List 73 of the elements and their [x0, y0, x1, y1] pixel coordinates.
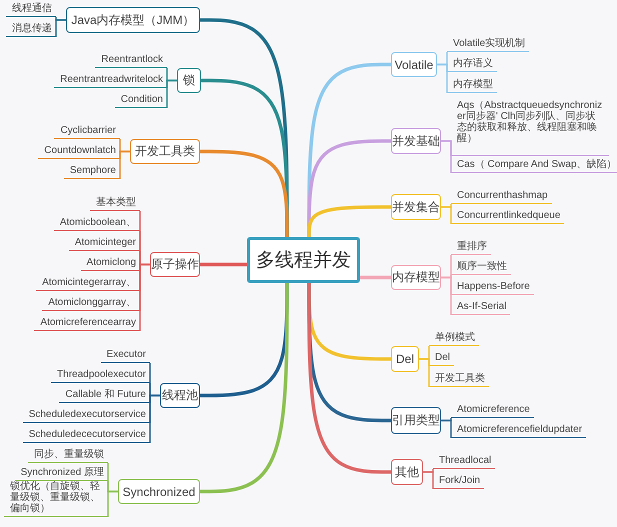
subtopic-item: Aqs（Abstractqueuedsynchronizer同步器' Clh同步列队、同步状态的获取和释放、线程阻塞和唤醒） [451, 100, 609, 156]
subtopic-item: Fork/Join [433, 475, 484, 489]
subtopic-item: Atomicreferencefieldupdater [451, 424, 586, 438]
topic-box: Volatile [391, 52, 437, 77]
subtopic-item: Executor [100, 349, 150, 363]
subtopic-item: 内存模型 [447, 79, 497, 93]
subtopic-item: Concurrenthashmap [451, 190, 552, 204]
branch-connector [200, 283, 289, 494]
topic-box: 引用类型 [391, 407, 441, 434]
subtopic-item: Volatile实现机制 [447, 38, 530, 52]
subtopic-item: Atomicboolean、 [54, 217, 140, 231]
subtopic-item: Semphore [64, 165, 120, 179]
subtopic-item: Del [429, 352, 454, 366]
subtopic-item: Atomicintegerarray、 [36, 277, 140, 291]
bracket-connector [119, 150, 130, 179]
bracket-connector [437, 64, 448, 93]
subtopic-item: Synchronized 原理 [14, 467, 108, 481]
subtopic-item: Scheduledexecutorservice [22, 409, 150, 423]
topic-box: 其他 [391, 459, 423, 485]
branch-connector [307, 283, 391, 474]
topic-box: 原子操作 [150, 252, 200, 277]
topic-box: 并发集合 [391, 194, 441, 220]
subtopic-item: As-If-Serial [451, 301, 510, 315]
bracket-connector [419, 358, 430, 387]
topic-box: Synchronized [118, 479, 200, 504]
topic-box: 并发基础 [391, 128, 441, 154]
subtopic-item: Atomicinteger [68, 237, 140, 251]
bracket-connector [441, 420, 452, 438]
bracket-connector [107, 490, 118, 517]
topic-box: 开发工具类 [130, 139, 200, 164]
branch-connector [200, 150, 289, 237]
topic-box: 锁 [177, 68, 201, 93]
central-topic-box: 多线程并发 [247, 237, 360, 283]
subtopic-item: 内存语义 [447, 58, 497, 72]
subtopic-item: Condition [114, 94, 167, 108]
bracket-connector [441, 206, 452, 224]
subtopic-item: Threadlocal [433, 455, 496, 469]
subtopic-item: 锁优化（自旋锁、轻量级锁、重量级锁、偏向锁） [4, 481, 108, 517]
subtopic-item: 开发工具类 [429, 373, 489, 387]
subtopic-item: Atomicreferencearray [34, 317, 140, 331]
subtopic-item: Atomiclonggarray、 [42, 297, 140, 311]
bracket-connector [149, 394, 160, 443]
subtopic-item: 线程通信 [6, 3, 56, 17]
branch-connector [360, 276, 391, 280]
subtopic-item: Threadpoolexecutor [51, 369, 150, 383]
bracket-connector [166, 80, 177, 108]
subtopic-item: Happens-Before [451, 281, 534, 295]
branch-connector [200, 262, 247, 266]
subtopic-item: Reentrantlock [95, 54, 167, 68]
topic-box: Del [391, 346, 419, 372]
subtopic-item: 单例模式 [429, 332, 479, 346]
subtopic-item: Atomicreference [451, 404, 534, 418]
subtopic-item: 重排序 [451, 241, 491, 255]
topic-box: 线程池 [160, 383, 200, 408]
subtopic-item: Atomiclong [80, 257, 140, 271]
subtopic-item: Concurrentlinkedqueue [451, 210, 564, 224]
bracket-connector [55, 19, 66, 37]
bracket-connector [423, 471, 434, 489]
subtopic-item: Reentrantreadwritelock [54, 74, 167, 88]
subtopic-item: Cas（ Compare And Swap、缺陷） [451, 159, 617, 173]
subtopic-item: Scheduledececutorservice [22, 429, 150, 443]
subtopic-item: Callable 和 Future [59, 389, 150, 403]
subtopic-item: Countdownlatch [38, 145, 120, 159]
subtopic-item: 消息传递 [6, 23, 56, 37]
subtopic-item: 同步、重量级锁 [28, 449, 108, 463]
branch-connector [307, 205, 391, 237]
subtopic-item: Cyclicbarrier [54, 125, 120, 139]
subtopic-item: 基本类型 [90, 197, 140, 211]
subtopic-item: 顺序一致性 [451, 261, 511, 275]
bracket-connector [441, 140, 452, 173]
topic-box: Java内存模型（JMM） [66, 7, 200, 33]
bracket-connector [139, 264, 150, 331]
topic-box: 内存模型 [391, 265, 441, 290]
